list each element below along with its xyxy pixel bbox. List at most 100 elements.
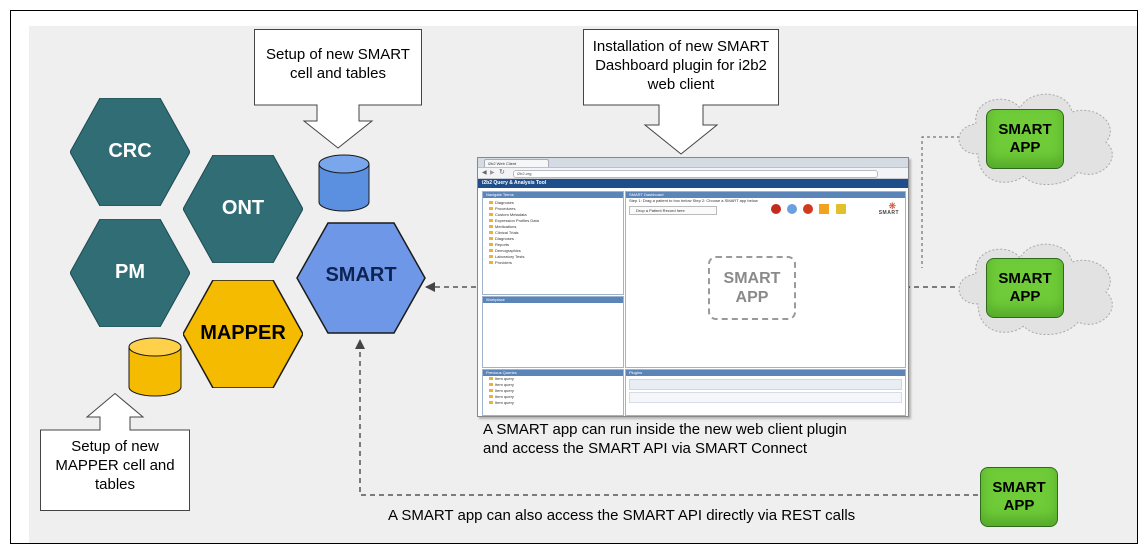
rest-app-line2: APP — [1003, 497, 1035, 514]
pane-previous-queries-header: Previous Queries — [483, 370, 623, 376]
callout-mapper-line1: Setup of new — [71, 438, 159, 455]
callout-mapper: Setup of new MAPPER cell and tables — [40, 392, 190, 511]
tree-item[interactable]: Providers — [483, 260, 623, 266]
hex-smart-label: SMART — [325, 264, 397, 286]
tree-item[interactable]: Expression Profiles Data — [483, 218, 623, 224]
cloud1-app-line2: APP — [1009, 139, 1041, 156]
callout-mapper-line3: tables — [94, 476, 136, 493]
smart-app-rest: SMART APP — [980, 467, 1058, 527]
address-field[interactable]: i2b2.org — [513, 170, 878, 178]
hex-mapper: MAPPER — [183, 280, 303, 388]
term-tree: Diagnoses Procedures Custom Metadata Exp… — [483, 198, 623, 266]
pane-workplace-header: Workplace — [483, 297, 623, 303]
folder-icon — [489, 231, 493, 235]
caption-run-inside-line1: A SMART app can run inside the new web c… — [483, 421, 847, 438]
folder-icon — [489, 243, 493, 247]
hex-mapper-label: MAPPER — [200, 322, 286, 344]
back-icon[interactable]: ◀ — [482, 170, 487, 176]
folder-icon — [489, 237, 493, 241]
tree-item[interactable]: Demographics — [483, 248, 623, 254]
hex-ont-label: ONT — [221, 197, 265, 219]
arrow-bottom-app-to-smart — [355, 339, 978, 496]
folder-icon — [489, 401, 493, 405]
query-item[interactable]: Item query — [483, 376, 623, 382]
folder-icon — [489, 225, 493, 229]
hex-smart: SMART — [296, 222, 426, 334]
folder-icon — [489, 219, 493, 223]
browser-urlbar: ◀ ▶ ↻ i2b2.org — [478, 168, 908, 179]
query-item[interactable]: Item query — [483, 388, 623, 394]
embedded-app-line1: SMART — [723, 270, 781, 287]
app-icon-1[interactable] — [771, 204, 781, 214]
folder-icon — [489, 261, 493, 265]
query-item[interactable]: Item query — [483, 394, 623, 400]
database-icon-mapper — [128, 337, 182, 397]
pane-smart-dashboard-header: SMART Dashboard — [626, 192, 905, 198]
pane-workplace: Workplace — [482, 296, 624, 368]
plugin-row[interactable] — [629, 379, 902, 390]
pane-navigate-terms: Navigate Terms Diagnoses Procedures Cust… — [482, 191, 624, 295]
browser-tab[interactable]: i2b2 Web Client — [484, 159, 549, 167]
cloud2-app-line1: SMART — [998, 270, 1052, 287]
tree-item[interactable]: Procedures — [483, 206, 623, 212]
browser-tabbar: i2b2 Web Client — [478, 158, 908, 168]
patient-drop-zone[interactable]: Drop a Patient Record here — [629, 206, 717, 215]
caption-rest-access: A SMART app can also access the SMART AP… — [388, 507, 856, 524]
tree-item[interactable]: Diagnoses — [483, 200, 623, 206]
caption-run-inside-line2: and access the SMART API via SMART Conne… — [483, 440, 808, 457]
folder-icon — [489, 389, 493, 393]
folder-icon — [489, 395, 493, 399]
embedded-smart-app: SMART APP — [708, 256, 796, 320]
app-icon-3[interactable] — [803, 204, 813, 214]
reload-icon[interactable]: ↻ — [499, 169, 505, 176]
pane-previous-queries: Previous Queries Item query Item query I… — [482, 369, 624, 416]
web-client-screenshot: i2b2 Web Client ◀ ▶ ↻ i2b2.org i2b2 Quer… — [477, 157, 909, 417]
smart-logo: SMART — [878, 210, 899, 216]
tree-item[interactable]: Laboratory Tests — [483, 254, 623, 260]
smart-app-cloud-1: SMART APP — [986, 109, 1064, 169]
embedded-app-line2: APP — [735, 289, 769, 306]
callout-dashboard-line1: Installation of new SMART — [592, 38, 770, 55]
callout-dashboard-line2: Dashboard plugin for i2b2 — [595, 57, 767, 74]
tree-item[interactable]: Diagnoses — [483, 236, 623, 242]
figure-frame — [10, 10, 1138, 544]
callout-dashboard-plugin: Installation of new SMART Dashboard plug… — [583, 29, 779, 155]
query-item[interactable]: Item query — [483, 400, 623, 406]
pane-plugins: Plugins — [625, 369, 906, 416]
callout-mapper-line2: MAPPER cell and — [55, 457, 175, 474]
folder-icon — [489, 213, 493, 217]
pane-navigate-terms-header: Navigate Terms — [483, 192, 623, 198]
folder-icon — [489, 377, 493, 381]
smart-logo-icon: ❋ — [888, 201, 896, 211]
app-icon-5[interactable] — [836, 204, 846, 214]
app-header: i2b2 Query & Analysis Tool — [478, 179, 908, 188]
callout-smart-cell: Setup of new SMART cell and tables — [254, 29, 422, 149]
folder-icon — [489, 207, 493, 211]
pane-smart-dashboard: SMART Dashboard Step 1: Drag a patient t… — [625, 191, 906, 368]
pane-plugins-header: Plugins — [626, 370, 905, 376]
database-icon-smart — [318, 154, 370, 212]
tree-item[interactable]: Reports — [483, 242, 623, 248]
connector-cloud1 — [921, 136, 990, 268]
tree-item[interactable]: Custom Metadata — [483, 212, 623, 218]
folder-icon — [489, 255, 493, 259]
smart-app-cloud-2: SMART APP — [986, 258, 1064, 318]
cloud2-app-line2: APP — [1009, 288, 1041, 305]
forward-icon[interactable]: ▶ — [490, 170, 495, 176]
hex-pm-label: PM — [115, 261, 145, 283]
plugin-row[interactable] — [629, 392, 902, 403]
folder-icon — [489, 249, 493, 253]
hex-pm: PM — [70, 219, 190, 327]
rest-app-line1: SMART — [992, 479, 1046, 496]
cloud1-app-line1: SMART — [998, 121, 1052, 138]
hex-crc: CRC — [70, 98, 190, 206]
query-item[interactable]: Item query — [483, 382, 623, 388]
warning-icon[interactable] — [819, 204, 829, 214]
callout-smart-cell-line2: cell and tables — [290, 65, 386, 82]
tree-item[interactable]: Clinical Trials — [483, 230, 623, 236]
app-icon-2[interactable] — [787, 204, 797, 214]
step-bar: Step 1: Drag a patient to box below Step… — [629, 198, 758, 203]
tree-item[interactable]: Medications — [483, 224, 623, 230]
callout-smart-cell-line1: Setup of new SMART — [266, 46, 410, 63]
folder-icon — [489, 383, 493, 387]
